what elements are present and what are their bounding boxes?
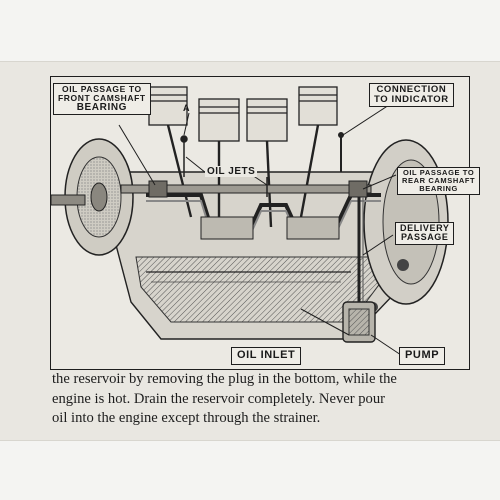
front-camshaft-bearing <box>148 180 168 198</box>
pistons <box>148 86 338 142</box>
callout-oil-inlet: OIL INLET <box>231 347 302 365</box>
book-page: OIL PASSAGE TO FRONT CAMSHAFT BEARING CO… <box>0 62 500 440</box>
callout-delivery-passage: DELIVERY PASSAGE <box>395 222 455 245</box>
text-line: engine is hot. Drain the reservoir compl… <box>52 390 385 407</box>
label-oil-jets: OIL JETS <box>205 166 258 177</box>
oil-jets <box>180 135 268 197</box>
text-line: oil into the engine except through the s… <box>52 410 321 426</box>
body-paragraph: the reservoir by removing the plug in th… <box>52 370 470 429</box>
crankshaft <box>146 193 381 229</box>
callout-rear-camshaft-bearing: OIL PASSAGE TO REAR CAMSHAFT BEARING <box>397 167 481 195</box>
leader-lines <box>118 104 402 356</box>
callout-connection-to-indicator: CONNECTION TO INDICATOR <box>369 83 454 107</box>
callout-front-camshaft-bearing: OIL PASSAGE TO FRONT CAMSHAFT BEARING <box>53 83 151 116</box>
camshaft <box>120 184 372 194</box>
rear-camshaft-bearing <box>348 180 368 198</box>
text-line: the reservoir by removing the plug in th… <box>52 371 397 387</box>
marker-a: A <box>183 103 190 113</box>
cut-off-text-line <box>52 430 470 440</box>
engine-lubrication-diagram: OIL PASSAGE TO FRONT CAMSHAFT BEARING CO… <box>50 76 481 370</box>
connecting-rods <box>166 124 320 228</box>
callout-pump: PUMP <box>399 347 446 365</box>
